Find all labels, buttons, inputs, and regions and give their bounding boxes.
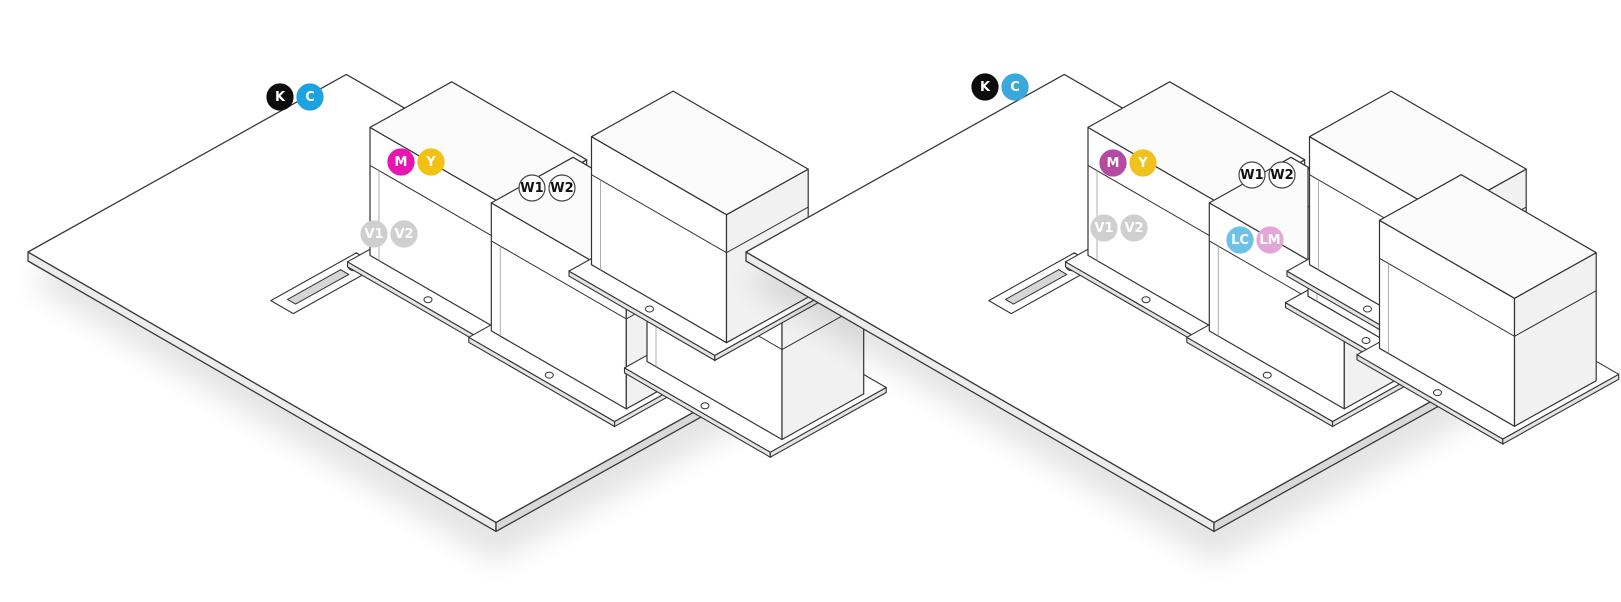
badge-label: V2 — [1124, 221, 1143, 236]
badge-circle — [1226, 226, 1254, 254]
ink-badge-w2: W2 — [1268, 161, 1296, 189]
head-face-top — [1378, 174, 1597, 299]
badge-label: K — [980, 80, 991, 95]
badge-circle — [1099, 149, 1127, 177]
badge-label: W1 — [520, 181, 543, 196]
ink-badge-v2: V2 — [1120, 214, 1148, 242]
badge-circle — [417, 148, 445, 176]
screw-hole — [1363, 305, 1372, 313]
badge-label: K — [275, 90, 286, 105]
screw-hole — [423, 296, 433, 304]
ink-badge-c: C — [1001, 73, 1029, 101]
badge-circle — [518, 174, 546, 202]
badge-circle — [971, 73, 999, 101]
ink-badge-lc: LC — [1226, 226, 1254, 254]
badge-label: LC — [1231, 233, 1249, 248]
badge-circle — [387, 148, 415, 176]
ink-badge-c: C — [296, 83, 324, 111]
screw-hole — [1262, 371, 1272, 379]
cap-line — [1379, 257, 1597, 337]
printhead-plate-left: K C M Y V1 V2 W1 W2 — [27, 73, 887, 563]
slot-opening — [1005, 269, 1068, 305]
badge-label: W2 — [1270, 168, 1293, 183]
badge-circle — [296, 83, 324, 111]
ink-badge-y: Y — [1129, 149, 1157, 177]
badge-label: M — [1107, 156, 1120, 171]
badge-circle — [1129, 149, 1157, 177]
ink-badge-w1: W1 — [518, 174, 546, 202]
ink-badge-m: M — [387, 148, 415, 176]
slot-opening — [287, 269, 350, 305]
ink-badge-w1: W1 — [1238, 161, 1266, 189]
badge-circle — [1238, 161, 1266, 189]
ink-badge-v1: V1 — [1090, 214, 1118, 242]
badge-label: M — [395, 155, 408, 170]
screw-hole — [544, 371, 554, 379]
ink-badge-y: Y — [417, 148, 445, 176]
head-face-top — [590, 90, 809, 216]
badge-label: V2 — [394, 227, 413, 242]
badge-circle — [1001, 73, 1029, 101]
badge-label: V1 — [364, 227, 383, 242]
ink-badge-k: K — [971, 73, 999, 101]
badge-circle — [548, 174, 576, 202]
badge-circle — [360, 220, 388, 248]
ink-badge-w2: W2 — [548, 174, 576, 202]
screw-hole — [645, 305, 654, 313]
screw-hole — [1141, 296, 1151, 304]
screw-hole — [700, 402, 710, 410]
cap-line — [591, 174, 809, 254]
badge-label: C — [1010, 80, 1020, 95]
badge-label: Y — [1137, 156, 1148, 171]
badge-label: W2 — [550, 181, 573, 196]
printhead-4 — [1356, 174, 1620, 445]
badge-circle — [1268, 161, 1296, 189]
ink-badge-m: M — [1099, 149, 1127, 177]
badge-circle — [390, 220, 418, 248]
badge-circle — [1090, 214, 1118, 242]
screw-hole — [1433, 389, 1442, 397]
badge-label: W1 — [1240, 168, 1263, 183]
badge-label: V1 — [1094, 221, 1113, 236]
ink-badge-v1: V1 — [360, 220, 388, 248]
screw-hole — [1361, 337, 1371, 344]
badge-label: C — [305, 90, 315, 105]
ink-badge-lm: LM — [1256, 226, 1284, 254]
ink-badge-k: K — [266, 83, 294, 111]
badge-circle — [266, 83, 294, 111]
ink-badge-v2: V2 — [390, 220, 418, 248]
badge-circle — [1120, 214, 1148, 242]
badge-label: Y — [425, 155, 436, 170]
badge-circle — [1256, 226, 1284, 254]
badge-label: LM — [1259, 233, 1280, 248]
